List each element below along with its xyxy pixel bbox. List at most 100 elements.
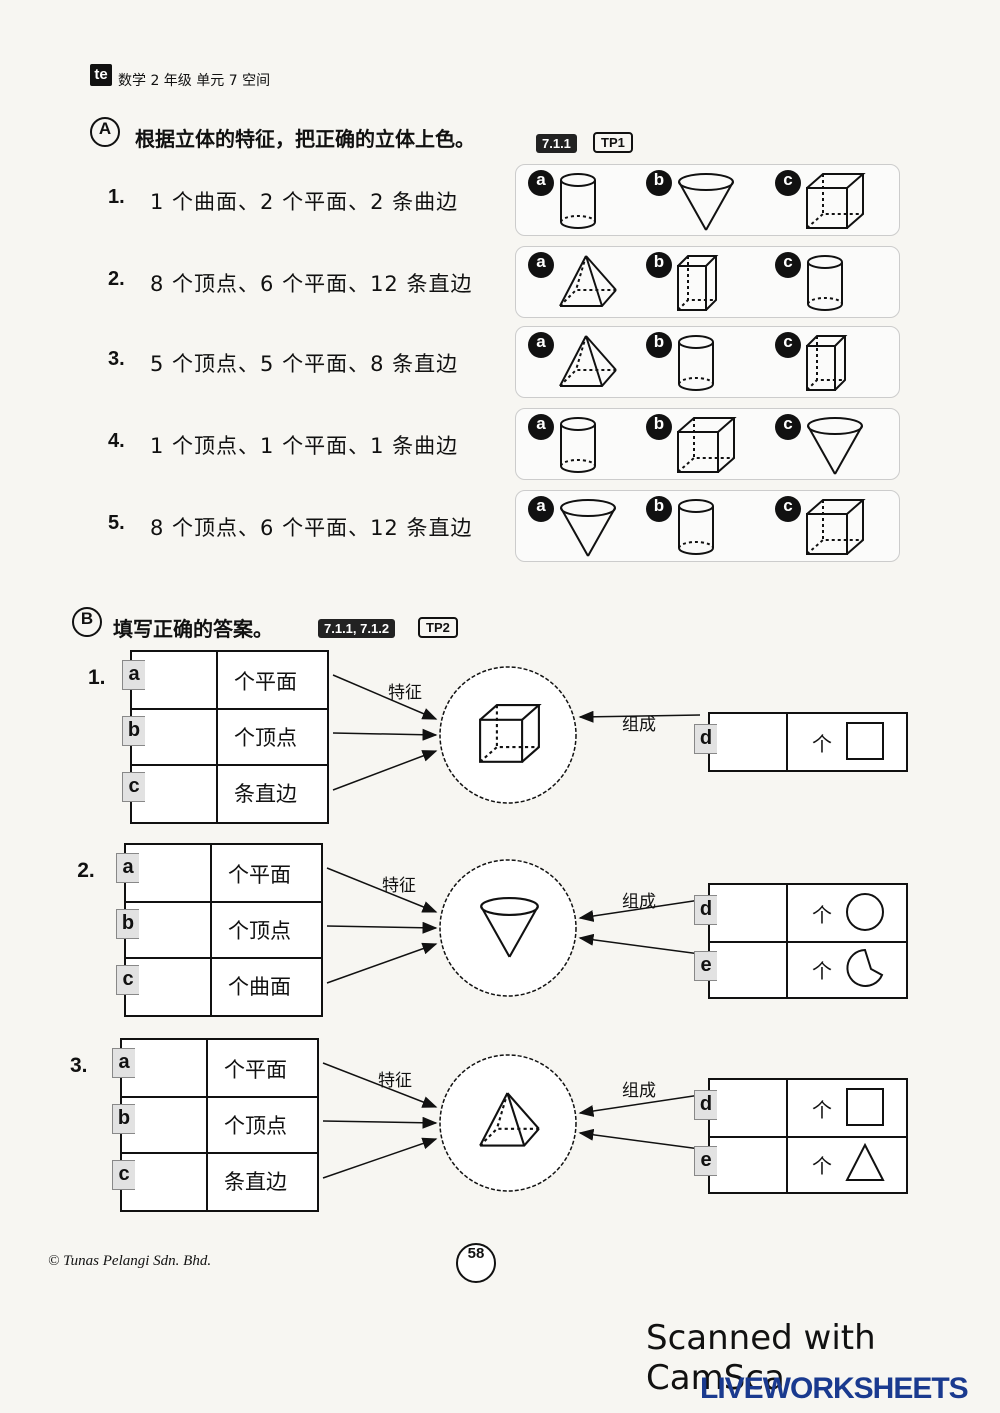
answer-input-e[interactable] [716,949,780,989]
feature-caption: 特征 [378,1071,412,1091]
feature-label: 个顶点 [228,919,291,943]
cone-solid [480,897,539,958]
circle-shape-icon [846,893,884,931]
answer-input-d[interactable] [716,1088,780,1128]
question-a-number: 4. [108,430,125,452]
feature-table: 个平面个顶点条直边 [130,650,329,824]
square-shape-icon [846,1088,884,1126]
cylinder-solid-option[interactable] [676,498,740,560]
publisher-logo: te [90,64,112,86]
feature-arrow [326,942,438,984]
pyramid-solid-option[interactable] [558,254,622,316]
answer-input-c[interactable] [140,772,210,812]
row-key-c: c [112,1160,135,1190]
row-key-b: b [116,909,139,939]
pyramid-solid [479,1092,540,1147]
unit-label: 个 [812,1154,832,1178]
cylinder-solid-option[interactable] [558,172,622,234]
feature-label: 条直边 [224,1170,287,1194]
compose-table: 个个 [708,1078,908,1194]
question-a-text: 5 个顶点、5 个平面、8 条直边 [150,352,459,376]
cone-solid-option[interactable] [676,172,740,234]
unit-label: 个 [812,732,832,756]
section-a-badge: A [90,117,120,147]
compose-caption: 组成 [622,1081,656,1101]
answer-input-b[interactable] [140,716,210,756]
cuboid-solid-option[interactable] [805,334,869,396]
sector-shape-icon [846,948,884,987]
page-number: 58 [456,1243,496,1283]
question-a-number: 2. [108,268,125,290]
section-a-tag-level: TP1 [593,132,633,153]
feature-table: 个平面个顶点条直边 [120,1038,319,1212]
option-c-badge: c [775,496,801,522]
cylinder-solid-option[interactable] [676,334,740,396]
compose-table: 个 [708,712,908,772]
row-key-b: b [122,716,145,746]
answer-input-e[interactable] [716,1144,780,1184]
row-key-e: e [694,1146,717,1176]
feature-caption: 特征 [382,876,416,896]
answer-input-d[interactable] [716,722,780,762]
answer-input-c[interactable] [134,965,204,1005]
section-b-tag-level: TP2 [418,617,458,638]
feature-label: 个顶点 [224,1114,287,1138]
section-b-tag-code: 7.1.1, 7.1.2 [318,619,396,638]
cube-solid-option[interactable] [805,498,869,560]
solid-frame [439,666,577,804]
compose-arrow [578,1128,701,1150]
option-c-badge: c [775,414,801,440]
compose-caption: 组成 [622,715,656,735]
row-key-a: a [116,853,139,883]
compose-table: 个个 [708,883,908,999]
section-b-badge: B [72,607,102,637]
option-c-badge: c [775,170,801,196]
question-b-number: 3. [70,1054,88,1077]
option-b-badge: b [646,496,672,522]
answer-input-a[interactable] [140,660,210,700]
question-b-number: 1. [88,666,106,689]
feature-label: 个平面 [234,670,297,694]
section-a-tag-code: 7.1.1 [536,134,577,153]
solid-frame [439,1054,577,1192]
cylinder-solid-option[interactable] [805,254,869,316]
answer-input-a[interactable] [134,853,204,893]
square-shape-icon [846,722,884,760]
answer-input-c[interactable] [130,1160,200,1200]
feature-label: 个平面 [224,1058,287,1082]
feature-caption: 特征 [388,683,422,703]
unit-label: 个 [812,903,832,927]
question-a-number: 5. [108,512,125,534]
cube-solid-option[interactable] [676,416,740,478]
cube-solid [479,704,540,763]
question-a-text: 1 个顶点、1 个平面、1 条曲边 [150,434,459,458]
answer-input-a[interactable] [130,1048,200,1088]
feature-label: 个曲面 [228,975,291,999]
question-a-text: 1 个曲面、2 个平面、2 条曲边 [150,190,459,214]
solid-frame [439,859,577,997]
answer-input-b[interactable] [134,909,204,949]
answer-options-card [515,408,900,480]
page-header: 数学 2 年级 单元 7 空间 [118,73,271,89]
answer-input-b[interactable] [130,1104,200,1144]
cylinder-solid-option[interactable] [558,416,622,478]
row-key-d: d [694,1090,717,1120]
option-c-badge: c [775,332,801,358]
cone-solid-option[interactable] [805,416,869,478]
cube-solid-option[interactable] [805,172,869,234]
row-key-d: d [694,895,717,925]
scanner-watermark: Scanned with CamSca [646,1318,876,1398]
feature-table: 个平面个顶点个曲面 [124,843,323,1017]
feature-arrow [332,728,438,741]
pyramid-solid-option[interactable] [558,334,622,396]
answer-input-d[interactable] [716,893,780,933]
option-a-badge: a [528,414,554,440]
cone-solid-option[interactable] [558,498,622,560]
row-key-a: a [112,1048,135,1078]
option-a-badge: a [528,252,554,278]
triangle-shape-icon [845,1142,885,1181]
feature-arrow [332,750,438,791]
question-b-number: 2. [77,859,95,882]
feature-label: 个平面 [228,863,291,887]
cuboid-solid-option[interactable] [676,254,740,316]
